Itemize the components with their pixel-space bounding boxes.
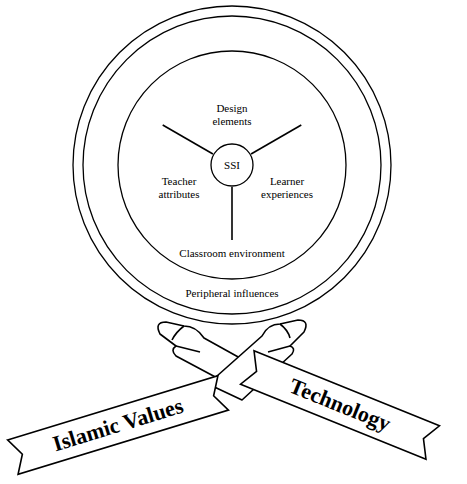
- ring-line: [118, 51, 346, 279]
- outer-ring: Peripheral influences Classroom environme…: [72, 5, 392, 325]
- node-label: Teacher attributes: [151, 175, 207, 200]
- ribbon-shape: [8, 376, 229, 475]
- finger-line: [172, 326, 184, 340]
- inner-ring: Classroom environment Design elementsSSI T…: [117, 50, 347, 280]
- ring-line: [83, 16, 381, 314]
- node-label: SSI: [224, 159, 240, 172]
- sector-label: Teacher attributes: [151, 175, 207, 200]
- finger-line: [176, 346, 200, 352]
- center-circle: SSI: [210, 143, 254, 187]
- node-label: Learner experiences: [254, 175, 320, 200]
- node-label: Classroom environment: [117, 247, 347, 260]
- finger-line: [268, 346, 290, 352]
- sector-divider: [163, 125, 213, 154]
- ribbon-banner: Technology: [241, 351, 440, 459]
- sector-divider: [251, 125, 301, 154]
- node-label: Design elements: [202, 102, 262, 127]
- ribbon-banner: Islamic Values: [8, 376, 229, 475]
- node-label: Peripheral influences: [72, 287, 392, 300]
- circle-line: [211, 144, 253, 186]
- ribbon-shape: [241, 351, 440, 459]
- sector-divider: [231, 187, 233, 240]
- ring-line: [73, 6, 391, 324]
- finger-line: [280, 324, 290, 338]
- sector-label: Learner experiences: [254, 175, 320, 200]
- sector-label: Design elements: [202, 102, 262, 127]
